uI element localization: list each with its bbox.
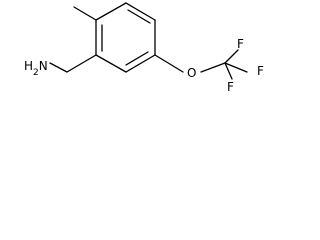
ring-double-bond-bottom (125, 51, 149, 66)
fluorine-right-label: F (257, 64, 264, 78)
fluorine-bottom-label: F (227, 80, 234, 92)
ring-bond-2 (125, 2, 156, 21)
ch2-ring-bond (66, 54, 97, 73)
carbon-fluorine-top-bond (224, 49, 239, 64)
ch2-amine-bond (49, 62, 68, 73)
chemical-structure: H2N O F F F (24, 2, 264, 92)
methyl-bond (73, 6, 97, 21)
fluorine-top-label: F (237, 37, 244, 51)
oxygen-carbon-bond (200, 62, 226, 73)
carbon-fluorine-right-bond (224, 62, 248, 73)
ring-double-bond-top (127, 9, 151, 24)
ring-oxygen-bond (154, 54, 184, 73)
amine-label: H2N (24, 59, 48, 78)
ring-bond-4 (125, 54, 156, 73)
ring-bond-5 (95, 54, 127, 73)
oxygen-label: O (187, 66, 196, 80)
ring-bond-1 (95, 2, 127, 21)
carbon-fluorine-bottom-bond (224, 62, 233, 80)
